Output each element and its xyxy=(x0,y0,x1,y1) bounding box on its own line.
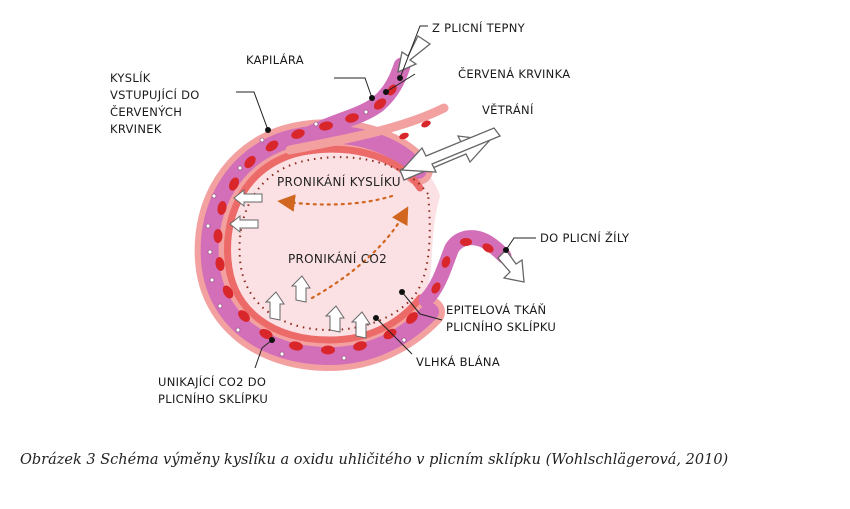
svg-text:PLICNÍHO SKLÍPKU: PLICNÍHO SKLÍPKU xyxy=(158,391,268,406)
label-kapilara: KAPILÁRA xyxy=(246,52,304,67)
label-epitelova-tkan: EPITELOVÁ TKÁŇ PLICNÍHO SKLÍPKU xyxy=(446,302,556,334)
label-unikajici-co2: UNIKAJÍCÍ CO2 DO PLICNÍHO SKLÍPKU xyxy=(158,374,268,406)
figure-caption: Obrázek 3 Schéma výměny kyslíku a oxidu … xyxy=(20,452,840,468)
svg-text:KYSLÍK: KYSLÍK xyxy=(110,70,151,85)
label-vlhka-blana: VLHKÁ BLÁNA xyxy=(416,354,500,369)
label-do-plicni-zily: DO PLICNÍ ŽÍLY xyxy=(540,230,630,245)
svg-text:VSTUPUJÍCÍ DO: VSTUPUJÍCÍ DO xyxy=(110,87,200,102)
label-pronikani-kysliku: PRONIKÁNÍ KYSLÍKU xyxy=(277,174,401,189)
svg-text:EPITELOVÁ TKÁŇ: EPITELOVÁ TKÁŇ xyxy=(446,302,546,317)
svg-text:PLICNÍHO SKLÍPKU: PLICNÍHO SKLÍPKU xyxy=(446,319,556,334)
svg-text:UNIKAJÍCÍ CO2 DO: UNIKAJÍCÍ CO2 DO xyxy=(158,374,266,389)
label-kyslik-vstupujici: KYSLÍK VSTUPUJÍCÍ DO ČERVENÝCH KRVINEK xyxy=(110,70,200,136)
svg-text:KRVINEK: KRVINEK xyxy=(110,122,162,136)
label-vetrani: VĚTRÁNÍ xyxy=(482,102,534,117)
label-z-plicni-tepny: Z PLICNÍ TEPNY xyxy=(432,20,526,35)
svg-text:ČERVENÝCH: ČERVENÝCH xyxy=(110,104,182,119)
label-cervena-krvinka: ČERVENÁ KRVINKA xyxy=(458,66,570,81)
label-pronikani-co2: PRONIKÁNÍ CO2 xyxy=(288,251,387,266)
